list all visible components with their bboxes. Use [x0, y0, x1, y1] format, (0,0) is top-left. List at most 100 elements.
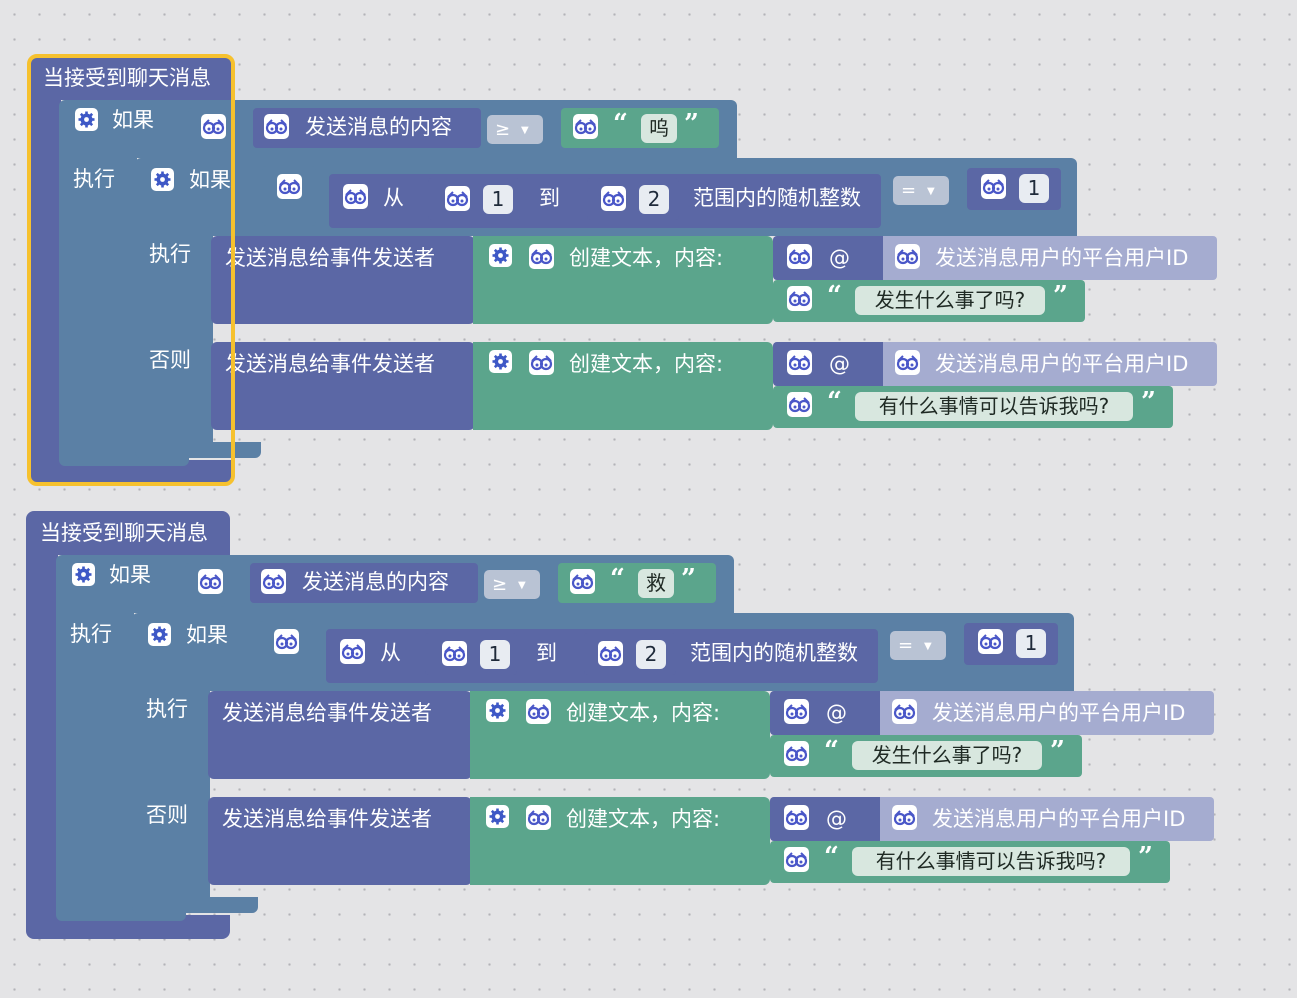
- eye-icon[interactable]: [784, 699, 809, 724]
- eye-icon[interactable]: [601, 186, 626, 211]
- from-label: 从: [380, 641, 401, 665]
- inner-if-block-footer[interactable]: [132, 897, 258, 913]
- eye-icon[interactable]: [787, 244, 812, 269]
- send-message-block[interactable]: [211, 342, 475, 430]
- close-quote-icon: ”: [681, 564, 696, 594]
- create-text-label: 创建文本，内容:: [569, 246, 724, 270]
- inner-if-block-spine[interactable]: [135, 234, 213, 446]
- if-block-spine[interactable]: [56, 611, 134, 911]
- variable-block-message-content[interactable]: [250, 563, 478, 603]
- rand-min-field[interactable]: 1: [480, 640, 510, 669]
- rand-max-field[interactable]: 2: [636, 640, 666, 669]
- reply-field[interactable]: 有什么事情可以告诉我吗?: [852, 847, 1130, 876]
- inner-if-block-footer[interactable]: [135, 442, 261, 458]
- event-label: 当接受到聊天消息: [40, 521, 208, 545]
- create-text-block[interactable]: [470, 691, 770, 779]
- close-quote-icon: ”: [1050, 736, 1065, 766]
- eye-icon[interactable]: [274, 629, 299, 654]
- eye-icon[interactable]: [529, 244, 554, 269]
- eye-icon[interactable]: [981, 174, 1006, 199]
- event-block-header[interactable]: [26, 511, 230, 555]
- eye-icon[interactable]: [787, 392, 812, 417]
- gear-icon[interactable]: [72, 563, 95, 586]
- chevron-down-icon: ▼: [924, 641, 932, 652]
- create-text-block[interactable]: [473, 342, 773, 430]
- operator-dropdown[interactable]: ≥▼: [487, 115, 543, 144]
- eye-icon[interactable]: [277, 174, 302, 199]
- rand-max-field[interactable]: 2: [639, 185, 669, 214]
- exec-label: 执行: [73, 167, 115, 191]
- operator-dropdown-2-value: =: [898, 635, 914, 656]
- chevron-down-icon: ▼: [518, 580, 526, 591]
- if-block-spine[interactable]: [59, 156, 137, 456]
- variable-block-message-content[interactable]: [253, 108, 481, 148]
- open-quote-icon: “: [613, 109, 628, 139]
- event-block-spine[interactable]: [26, 553, 58, 923]
- else-label: 否则: [149, 348, 191, 372]
- event-block-spine[interactable]: [29, 98, 61, 468]
- eye-icon[interactable]: [784, 805, 809, 830]
- exec-label: 执行: [70, 622, 112, 646]
- reply-field[interactable]: 有什么事情可以告诉我吗?: [855, 392, 1133, 421]
- keyword-field[interactable]: 救: [638, 569, 674, 598]
- send-message-block[interactable]: [208, 691, 472, 779]
- operator-dropdown-2[interactable]: =▼: [893, 176, 949, 205]
- chevron-down-icon: ▼: [521, 125, 529, 136]
- gear-icon[interactable]: [148, 623, 171, 646]
- operator-dropdown-2[interactable]: =▼: [890, 631, 946, 660]
- open-quote-icon: “: [610, 564, 625, 594]
- reply-field[interactable]: 发生什么事了吗?: [855, 286, 1045, 315]
- compare-value-field[interactable]: 1: [1019, 174, 1049, 203]
- eye-icon[interactable]: [787, 286, 812, 311]
- gear-icon[interactable]: [489, 350, 512, 373]
- create-text-block[interactable]: [473, 236, 773, 324]
- eye-icon[interactable]: [529, 350, 554, 375]
- eye-icon[interactable]: [892, 699, 917, 724]
- gear-icon[interactable]: [486, 805, 509, 828]
- rand-min-field[interactable]: 1: [483, 185, 513, 214]
- eye-icon[interactable]: [442, 641, 467, 666]
- keyword-field[interactable]: 呜: [641, 114, 677, 143]
- eye-icon[interactable]: [784, 847, 809, 872]
- eye-icon[interactable]: [892, 805, 917, 830]
- eye-icon[interactable]: [201, 114, 226, 139]
- eye-icon[interactable]: [784, 741, 809, 766]
- eye-icon[interactable]: [895, 244, 920, 269]
- send-message-block[interactable]: [208, 797, 472, 885]
- eye-icon[interactable]: [570, 569, 595, 594]
- event-block-header[interactable]: [29, 56, 233, 100]
- send-message-label: 发送消息给事件发送者: [222, 807, 432, 831]
- eye-icon[interactable]: [978, 629, 1003, 654]
- close-quote-icon: ”: [1141, 387, 1156, 417]
- reply-field[interactable]: 发生什么事了吗?: [852, 741, 1042, 770]
- eye-icon[interactable]: [198, 569, 223, 594]
- open-quote-icon: “: [824, 736, 839, 766]
- inner-if-block-spine[interactable]: [132, 689, 210, 901]
- create-text-block[interactable]: [470, 797, 770, 885]
- operator-dropdown[interactable]: ≥▼: [484, 570, 540, 599]
- eye-icon[interactable]: [343, 184, 368, 209]
- eye-icon[interactable]: [261, 569, 286, 594]
- eye-icon[interactable]: [787, 350, 812, 375]
- close-quote-icon: ”: [1138, 842, 1153, 872]
- gear-icon[interactable]: [486, 699, 509, 722]
- send-message-label: 发送消息给事件发送者: [225, 246, 435, 270]
- open-quote-icon: “: [827, 281, 842, 311]
- send-message-block[interactable]: [211, 236, 475, 324]
- gear-icon[interactable]: [151, 168, 174, 191]
- gear-icon[interactable]: [75, 108, 98, 131]
- eye-icon[interactable]: [445, 186, 470, 211]
- gear-icon[interactable]: [489, 244, 512, 267]
- open-quote-icon: “: [827, 387, 842, 417]
- eye-icon[interactable]: [598, 641, 623, 666]
- eye-icon[interactable]: [895, 350, 920, 375]
- eye-icon[interactable]: [340, 639, 365, 664]
- eye-icon[interactable]: [526, 805, 551, 830]
- send-message-label: 发送消息给事件发送者: [222, 701, 432, 725]
- eye-icon[interactable]: [573, 114, 598, 139]
- then-label: 执行: [149, 242, 191, 266]
- eye-icon[interactable]: [526, 699, 551, 724]
- compare-value-field[interactable]: 1: [1016, 629, 1046, 658]
- eye-icon[interactable]: [264, 114, 289, 139]
